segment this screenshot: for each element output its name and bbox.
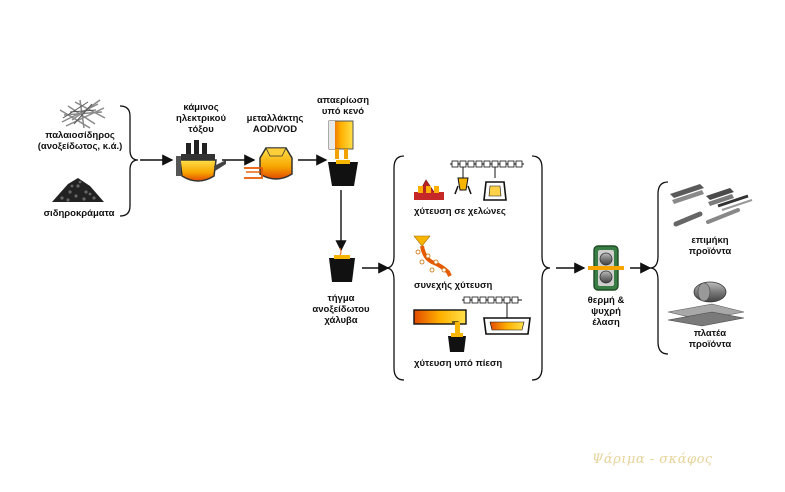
furnace-label-line2: ηλεκτρικού (176, 113, 226, 124)
furnace-label: κάμινος ηλεκτρικού τόξου (164, 102, 238, 135)
scrap-label-line2: (ανοξείδωτος, κ.ά.) (37, 141, 123, 152)
converter-label: μεταλλάκτης AOD/VOD (240, 113, 310, 135)
long-products-label-line2: προϊόντα (688, 246, 732, 257)
continuous-casting-icon (413, 235, 452, 277)
furnace-label-line1: κάμινος (183, 102, 219, 113)
vacuum-label-line2: υπό κενό (321, 106, 365, 117)
scrap-label: παλαιοσίδηρος (ανοξείδωτος, κ.ά.) (28, 130, 132, 152)
electric-arc-furnace-icon (176, 140, 226, 182)
furnace-label-line3: τόξου (188, 124, 214, 135)
long-products-label-line1: επιμήκη (691, 235, 729, 246)
scrap-label-line1: παλαιοσίδηρος (45, 130, 115, 141)
steel-ladle-icon (329, 247, 355, 282)
products-brace (649, 181, 669, 355)
melt-label-line1: τήγμα (327, 293, 355, 304)
pressure-casting-icon (413, 296, 531, 352)
input-brace (119, 105, 139, 217)
pressure-casting-label: χύτευση υπό πίεση (414, 358, 503, 369)
ferroalloy-pile-icon (52, 178, 104, 202)
ingot-casting-icon (414, 160, 524, 201)
melt-label-line2: ανοξείδωτου (312, 304, 370, 315)
long-products-icon (670, 184, 753, 227)
vacuum-label: απαερίωση υπό κενό (306, 95, 380, 117)
flat-products-label-line2: προϊόντα (688, 339, 732, 350)
long-products-label: επιμήκη προϊόντα (680, 235, 740, 257)
continuous-casting-label: συνεχής χύτευση (414, 280, 493, 291)
flat-products-label-line1: πλατέα (693, 328, 727, 339)
rolling-label: θερμή & ψυχρή έλαση (578, 295, 634, 328)
scrap-pile-icon (59, 99, 106, 129)
casting-brace-left (385, 155, 405, 381)
casting-brace-right (531, 155, 551, 381)
aod-vod-converter-icon (244, 147, 293, 180)
ingot-casting-label: χύτευση σε χελώνες (414, 206, 506, 217)
rolling-label-line3: έλαση (592, 317, 620, 328)
rolling-mill-icon (588, 245, 624, 291)
converter-label-line1: μεταλλάκτης (246, 113, 304, 124)
flat-products-label: πλατέα προϊόντα (680, 328, 740, 350)
vacuum-degassing-icon (328, 120, 358, 186)
ferroalloys-label: σιδηροκράματα (43, 208, 115, 219)
watermark: Ψάριμα - σκάφος (592, 452, 713, 467)
flat-products-icon (667, 281, 745, 327)
melt-label-line3: χάλυβα (324, 315, 358, 326)
converter-label-line2: AOD/VOD (252, 124, 298, 135)
rolling-label-line1: θερμή & (587, 295, 625, 306)
vacuum-label-line1: απαερίωση (316, 95, 370, 106)
rolling-label-line2: ψυχρή (591, 306, 621, 317)
melt-label: τήγμα ανοξείδωτου χάλυβα (300, 293, 382, 326)
